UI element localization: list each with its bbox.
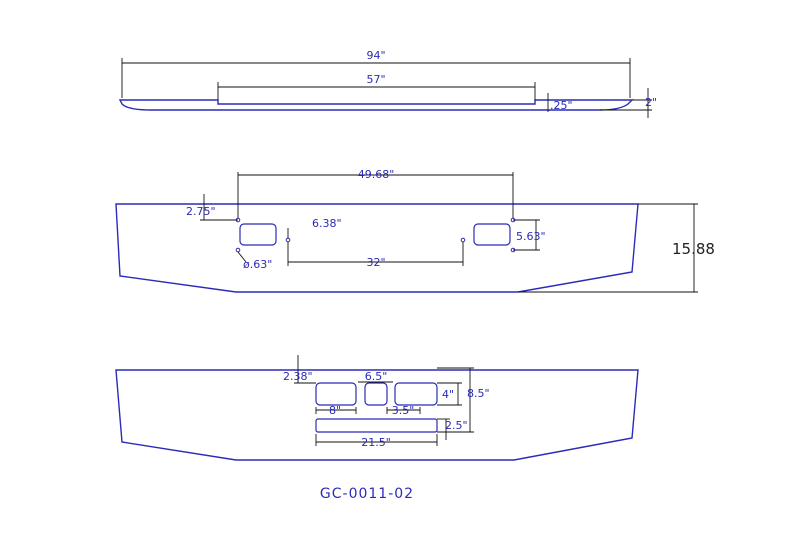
a-inner-offset-label: 6.38" (312, 217, 342, 230)
front-view-b-outline (115, 369, 639, 461)
a-inner-spacing-label: 32" (366, 256, 385, 269)
b-bottom-slot-height-label: 2.5" (445, 419, 468, 432)
pin-bottom-left (235, 247, 241, 253)
a-hole-offset-label: 2.75" (186, 205, 216, 218)
bottom-slot (315, 418, 438, 433)
left-bracket-slot (315, 382, 357, 406)
a-pin-diameter-label: ø.63" (243, 258, 272, 271)
b-top-offset-label: 2.38" (283, 370, 313, 383)
a-slot-height-label: 5.63" (516, 230, 546, 243)
b-left-slot-width-label: 8" (329, 404, 341, 417)
b-overall-height-label: 8.5" (467, 387, 490, 400)
left-slot (239, 223, 277, 246)
front-view-b: 2.38" 6.5" 4" 8.5" 8" 3.5" 2.5" 21.5" (115, 355, 639, 461)
pin-inner-right (460, 237, 466, 243)
top-step-label: .25" (550, 99, 573, 112)
a-pin-diameter-leader (237, 251, 247, 263)
part-number: GC-0011-02 (320, 486, 414, 502)
b-center-slot-width-label: 6.5" (365, 370, 388, 383)
b-side-slot-height-label: 4" (442, 388, 454, 401)
a-overall-height-label: 15.88 (672, 240, 715, 258)
front-view-a: 49.68" 2.75" 6.38" ø.63" 32" 5.63" 15.88 (115, 168, 715, 293)
top-center-length-label: 57" (366, 73, 385, 86)
top-overall-length-label: 94" (366, 49, 385, 62)
b-bottom-slot-width-label: 21.5" (361, 436, 391, 449)
right-slot (473, 223, 511, 246)
a-hole-spacing-label: 49.68" (358, 168, 395, 181)
pin-inner-left (285, 237, 291, 243)
b-right-slot-width-label: 3.5" (392, 404, 415, 417)
top-view: 94" 57" .25" 2" (118, 49, 657, 118)
right-bracket-slot (394, 382, 438, 406)
center-bracket-slot (364, 382, 388, 406)
top-height-label: 2" (645, 96, 657, 109)
